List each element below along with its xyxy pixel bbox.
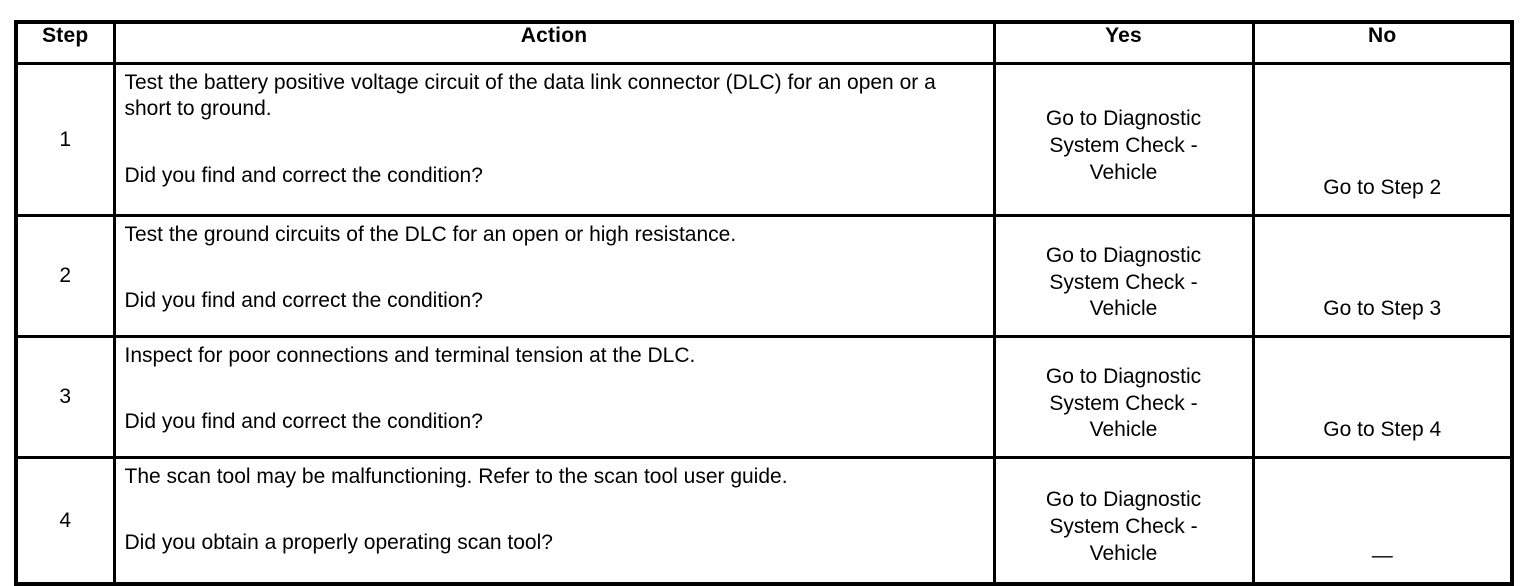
yes-result-line-2: System Check -: [1049, 391, 1198, 415]
table-body: 1 Test the battery positive voltage circ…: [14, 62, 1514, 586]
step-number: 2: [14, 214, 116, 338]
column-header-no: No: [1251, 20, 1514, 65]
yes-result-line-3: Vehicle: [1089, 297, 1158, 321]
step-number: 4: [14, 456, 116, 586]
action-cell: Inspect for poor connections and termina…: [112, 335, 996, 459]
yes-result-stack: Go to Diagnostic System Check - Vehicle: [996, 473, 1252, 568]
table-row: 2 Test the ground circuits of the DLC fo…: [14, 214, 1514, 338]
step-number: 1: [14, 62, 116, 217]
table-header: Step Action Yes No: [14, 20, 1514, 65]
no-result-text: Go to Step 4: [1323, 418, 1442, 442]
yes-result-line-1: Go to Diagnostic: [1045, 107, 1202, 131]
diagnostic-procedure-table: Step Action Yes No 1 Test the battery po…: [14, 20, 1514, 586]
yes-result-line-1: Go to Diagnostic: [1045, 488, 1202, 512]
action-instruction: Test the ground circuits of the DLC for …: [124, 223, 737, 246]
step-number: 3: [14, 335, 116, 459]
yes-result: Go to Diagnostic System Check - Vehicle: [992, 214, 1255, 338]
yes-result-line-2: System Check -: [1049, 134, 1198, 158]
column-header-step: Step: [14, 20, 116, 65]
no-result: —: [1251, 456, 1514, 586]
no-result-text: Go to Step 3: [1323, 297, 1442, 321]
action-instruction: The scan tool may be malfunctioning. Ref…: [124, 465, 788, 488]
action-cell: The scan tool may be malfunctioning. Ref…: [112, 456, 996, 586]
action-cell: Test the battery positive voltage circui…: [112, 62, 996, 217]
yes-result-stack: Go to Diagnostic System Check - Vehicle: [996, 229, 1252, 324]
action-instruction: Test the battery positive voltage circui…: [124, 71, 936, 121]
page-root: Step Action Yes No 1 Test the battery po…: [14, 20, 1514, 586]
action-question: Did you find and correct the condition?: [124, 410, 483, 434]
yes-result-line-1: Go to Diagnostic: [1045, 364, 1202, 388]
no-result: Go to Step 4: [1251, 335, 1514, 459]
action-spacer: [125, 248, 985, 288]
yes-result-line-3: Vehicle: [1089, 160, 1158, 184]
table-row: 1 Test the battery positive voltage circ…: [14, 62, 1514, 217]
yes-result-stack: Go to Diagnostic System Check - Vehicle: [996, 350, 1252, 445]
column-header-action: Action: [112, 20, 996, 65]
action-spacer: [125, 123, 985, 163]
table-row: 3 Inspect for poor connections and termi…: [14, 335, 1514, 459]
action-spacer: [125, 369, 985, 409]
yes-result: Go to Diagnostic System Check - Vehicle: [992, 335, 1255, 459]
yes-result: Go to Diagnostic System Check - Vehicle: [992, 62, 1255, 217]
action-question: Did you find and correct the condition?: [124, 163, 483, 187]
yes-result-line-2: System Check -: [1049, 270, 1198, 294]
table-row: 4 The scan tool may be malfunctioning. R…: [14, 456, 1514, 586]
yes-result: Go to Diagnostic System Check - Vehicle: [992, 456, 1255, 586]
yes-result-line-2: System Check -: [1049, 515, 1198, 539]
no-result: Go to Step 2: [1251, 62, 1514, 217]
no-result-text: —: [1371, 544, 1393, 568]
yes-result-stack: Go to Diagnostic System Check - Vehicle: [996, 92, 1252, 187]
action-question: Did you find and correct the condition?: [124, 289, 483, 313]
action-instruction: Inspect for poor connections and termina…: [124, 344, 696, 367]
yes-result-line-3: Vehicle: [1089, 418, 1158, 442]
column-header-yes: Yes: [992, 20, 1255, 65]
header-row: Step Action Yes No: [14, 20, 1514, 65]
action-spacer: [125, 490, 985, 530]
yes-result-line-3: Vehicle: [1089, 541, 1158, 565]
no-result-text: Go to Step 2: [1323, 176, 1442, 200]
action-cell: Test the ground circuits of the DLC for …: [112, 214, 996, 338]
yes-result-line-1: Go to Diagnostic: [1045, 243, 1202, 267]
no-result: Go to Step 3: [1251, 214, 1514, 338]
